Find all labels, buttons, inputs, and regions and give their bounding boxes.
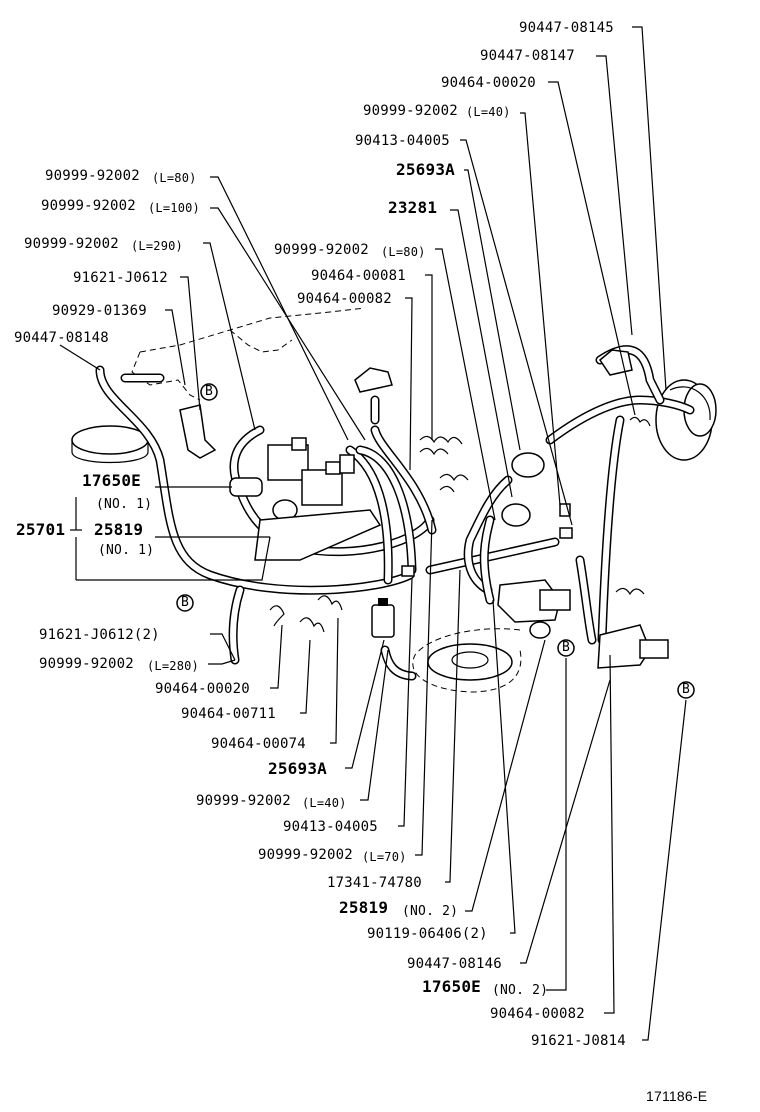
label-90999-92002-l70: 90999-92002 xyxy=(258,847,353,863)
hose-clips xyxy=(269,416,651,633)
label-91621-j0612-top: 91621-J0612 xyxy=(73,270,168,286)
filter-23281 xyxy=(501,452,545,527)
marker-b-2: B xyxy=(181,595,190,610)
label-90999-92002-l280: 90999-92002 xyxy=(39,656,134,672)
label-90447-08145: 90447-08145 xyxy=(519,20,614,36)
figure-id: 171186-E xyxy=(646,1088,708,1104)
label-90447-08148: 90447-08148 xyxy=(14,330,109,346)
label-90464-00082-bot: 90464-00082 xyxy=(490,1006,585,1022)
label-17650e-no1: 17650E xyxy=(82,471,141,490)
vsv-cluster-left xyxy=(229,437,382,561)
label-90999-92002-l40-top: 90999-92002 xyxy=(363,103,458,119)
label-91621-j0612-2: 91621-J0612(2) xyxy=(39,627,160,643)
vsv-far-right xyxy=(597,624,669,669)
label-90999-92002-l80-left: 90999-92002 xyxy=(45,168,140,184)
label-l80-left: (L=80) xyxy=(152,171,197,185)
label-90999-92002-l100: 90999-92002 xyxy=(41,198,136,214)
label-91621-j0814: 91621-J0814 xyxy=(531,1033,626,1049)
label-17341-74780: 17341-74780 xyxy=(327,875,422,891)
label-25819-no2: 25819 xyxy=(339,898,389,917)
label-25819-no1: 25819 xyxy=(94,520,144,539)
marker-b-1: B xyxy=(205,384,214,399)
label-25701: 25701 xyxy=(16,520,66,539)
engine-outline xyxy=(131,307,522,693)
label-90464-00081: 90464-00081 xyxy=(311,268,406,284)
label-no1-b: (NO. 1) xyxy=(98,543,155,558)
label-90447-08146: 90447-08146 xyxy=(407,956,502,972)
vacuum-hoses xyxy=(95,345,695,681)
bracket-left xyxy=(179,404,217,459)
label-90413-04005-bot: 90413-04005 xyxy=(283,819,378,835)
marker-b-3: B xyxy=(562,640,571,655)
label-90464-00082-top: 90464-00082 xyxy=(297,291,392,307)
label-90119-06406: 90119-06406(2) xyxy=(367,926,488,942)
charcoal-canister xyxy=(655,379,717,461)
label-l80-mid: (L=80) xyxy=(381,245,426,259)
label-l70: (L=70) xyxy=(362,850,407,864)
label-l100: (L=100) xyxy=(148,201,200,215)
label-l290: (L=290) xyxy=(131,239,183,253)
label-90999-92002-l290: 90999-92002 xyxy=(24,236,119,252)
label-25693a-top: 25693A xyxy=(396,160,455,179)
label-no2-b: (NO. 2) xyxy=(492,983,549,998)
leader-lines xyxy=(59,26,687,1041)
label-25693a-bot: 25693A xyxy=(268,759,327,778)
label-90464-00020-top: 90464-00020 xyxy=(441,75,536,91)
label-90464-00711: 90464-00711 xyxy=(181,706,276,722)
label-no1-a: (NO. 1) xyxy=(96,497,153,512)
marker-b-4: B xyxy=(682,682,691,697)
label-23281: 23281 xyxy=(388,198,438,217)
label-90464-00074: 90464-00074 xyxy=(211,736,306,752)
canister-bottom xyxy=(427,643,513,681)
label-90464-00020-bot: 90464-00020 xyxy=(155,681,250,697)
label-90999-92002-l80-mid: 90999-92002 xyxy=(274,242,369,258)
label-l40-top: (L=40) xyxy=(466,105,511,119)
label-90929-01369: 90929-01369 xyxy=(52,303,147,319)
label-no2-a: (NO. 2) xyxy=(402,904,459,919)
check-valve-25693a xyxy=(371,598,395,638)
label-l40-bot: (L=40) xyxy=(302,796,347,810)
label-90999-92002-l40-bot: 90999-92002 xyxy=(196,793,291,809)
label-l280: (L=280) xyxy=(147,659,199,673)
label-90413-04005-top: 90413-04005 xyxy=(355,133,450,149)
label-17650e-no2: 17650E xyxy=(422,977,481,996)
label-90447-08147: 90447-08147 xyxy=(480,48,575,64)
vsv-right xyxy=(497,579,571,639)
vsv-top-small xyxy=(354,367,393,393)
canister-left xyxy=(71,425,149,464)
reference-circles xyxy=(176,383,695,699)
